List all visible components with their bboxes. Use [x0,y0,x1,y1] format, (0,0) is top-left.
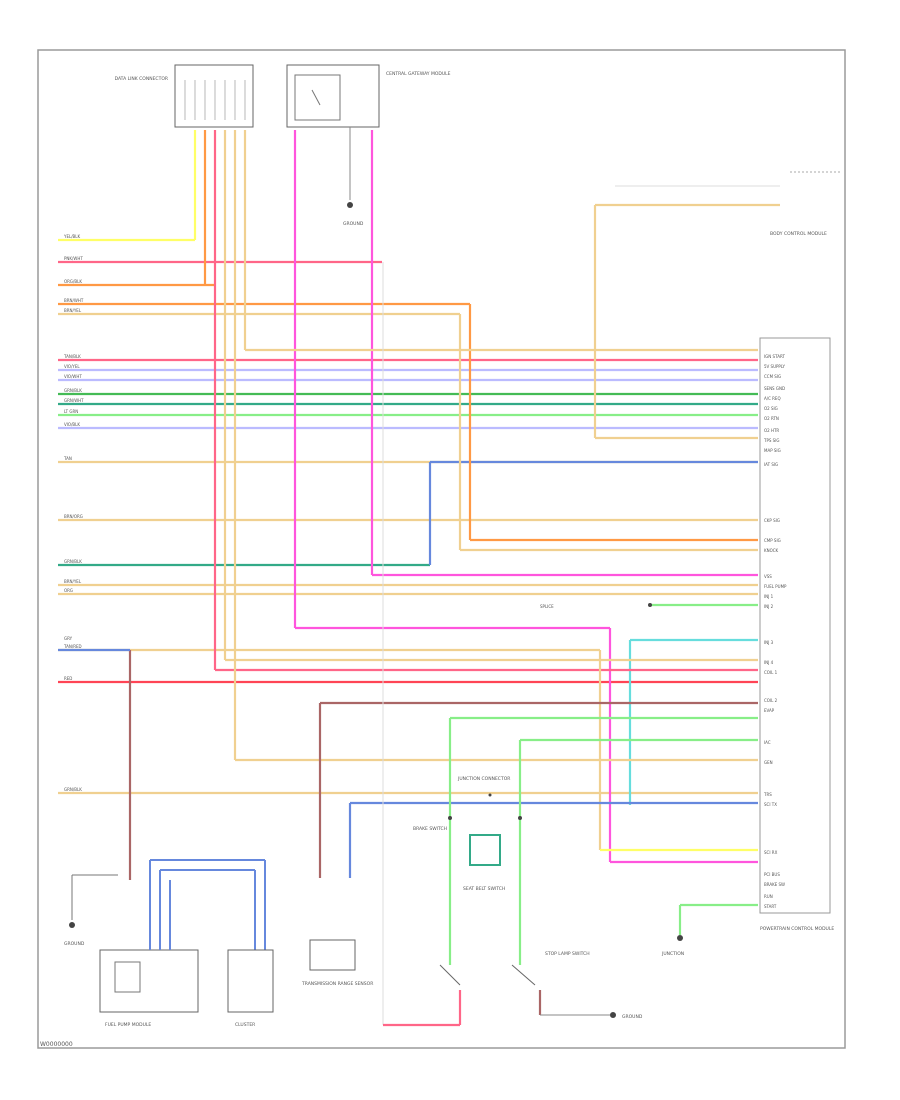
svg-text:CCM SIG: CCM SIG [764,374,781,379]
central-gateway-module: CENTRAL GATEWAY MODULE [286,64,451,128]
svg-text:O2 SIG: O2 SIG [764,406,778,411]
fuel-pump-module: FUEL PUMP MODULE GROUND [64,859,266,1028]
svg-text:SENS GND: SENS GND [764,386,785,391]
svg-text:INJ 2: INJ 2 [764,604,774,609]
transmission-range-sensor: TRANSMISSION RANGE SENSOR [301,939,373,987]
svg-text:RUN: RUN [764,894,773,899]
junction-note: JUNCTION CONNECTOR [457,776,510,782]
svg-text:BRN/ORG: BRN/ORG [64,514,83,519]
svg-text:GEN: GEN [764,760,773,765]
cgm-label: CENTRAL GATEWAY MODULE [386,71,451,77]
footer-code: W0000000 [40,1041,73,1048]
svg-text:BRN/YEL: BRN/YEL [64,308,82,313]
svg-text:SEAT BELT SWITCH: SEAT BELT SWITCH [463,886,505,892]
svg-text:ORG/BLK: ORG/BLK [64,279,82,284]
svg-text:GRN/BLK: GRN/BLK [64,787,82,792]
stop-lamp-switch: STOP LAMP SWITCH [511,951,590,986]
svg-text:FUEL PUMP: FUEL PUMP [764,584,787,589]
svg-text:BRN/WHT: BRN/WHT [64,298,84,303]
svg-text:IAT SIG: IAT SIG [764,462,778,467]
svg-text:TAN/RED: TAN/RED [63,644,82,649]
svg-text:VSS: VSS [764,574,772,579]
svg-text:TRS: TRS [763,792,772,797]
svg-text:YEL/BLK: YEL/BLK [63,234,81,239]
svg-text:START: START [764,904,777,909]
svg-text:VIO/BLK: VIO/BLK [64,422,80,427]
svg-text:TAN/BLK: TAN/BLK [63,354,81,359]
svg-text:INJ 4: INJ 4 [764,660,774,665]
svg-text:RED: RED [64,676,72,681]
svg-text:CLUSTER: CLUSTER [235,1022,255,1028]
data-link-connector: DATA LINK CONNECTOR [115,64,254,128]
svg-text:TAN: TAN [63,456,72,461]
svg-text:SCI RX: SCI RX [764,850,778,855]
svg-text:TRANSMISSION RANGE SENSOR: TRANSMISSION RANGE SENSOR [301,981,373,987]
ground-bottom-right: GROUND JUNCTION [610,935,684,1020]
svg-text:MAP SIG: MAP SIG [764,448,781,453]
svg-text:KNOCK: KNOCK [764,548,779,553]
body-control-module: BODY CONTROL MODULE [770,171,840,237]
svg-text:PCI BUS: PCI BUS [764,872,780,877]
svg-text:O2 HTR: O2 HTR [764,428,779,433]
ground-top: GROUND [343,127,364,227]
cluster: CLUSTER [227,949,274,1028]
svg-text:LT GRN: LT GRN [64,409,78,414]
svg-text:BRAKE SWITCH: BRAKE SWITCH [413,826,447,832]
svg-text:A/C REQ: A/C REQ [764,396,781,401]
svg-text:VIO/WHT: VIO/WHT [64,374,82,379]
svg-text:GROUND: GROUND [343,221,364,227]
svg-text:O2 RTN: O2 RTN [764,416,779,421]
svg-text:GRN/BLK: GRN/BLK [64,388,82,393]
svg-text:BODY CONTROL MODULE: BODY CONTROL MODULE [770,231,827,237]
svg-text:INJ 3: INJ 3 [764,640,774,645]
left-wire-labels: YEL/BLK PNK/WHT ORG/BLK BRN/WHT BRN/YEL … [63,234,84,792]
harness-wires [58,130,780,1027]
svg-text:GRN/BLK: GRN/BLK [64,559,82,564]
pcm-label: POWERTRAIN CONTROL MODULE [760,926,834,932]
svg-text:PNK/WHT: PNK/WHT [64,256,83,261]
svg-text:COIL 2: COIL 2 [764,698,778,703]
svg-text:SCI TX: SCI TX [764,802,777,807]
pcm-pin-labels: IGN START 5V SUPPLY CCM SIG SENS GND A/C… [763,354,787,909]
svg-text:JUNCTION: JUNCTION [661,951,684,957]
svg-text:VIO/YEL: VIO/YEL [64,364,80,369]
svg-text:IGN START: IGN START [764,354,785,359]
svg-text:IAC: IAC [764,740,771,745]
brake-switch: BRAKE SWITCH [413,826,461,986]
svg-text:CKP SIG: CKP SIG [764,518,780,523]
seat-belt-switch: SEAT BELT SWITCH [463,834,505,892]
splice-note: SPLICE [540,604,554,609]
svg-text:INJ 1: INJ 1 [764,594,774,599]
svg-text:CMP SIG: CMP SIG [764,538,781,543]
dlc-label: DATA LINK CONNECTOR [115,76,168,82]
svg-text:STOP LAMP SWITCH: STOP LAMP SWITCH [545,951,590,957]
diagram-frame [37,49,846,1049]
svg-text:GRY: GRY [64,636,73,641]
splice-points [448,603,652,820]
svg-text:GRN/WHT: GRN/WHT [64,398,84,403]
svg-text:BRN/YEL: BRN/YEL [64,579,82,584]
svg-text:BRAKE SW: BRAKE SW [764,882,785,887]
svg-text:ORG: ORG [64,588,73,593]
svg-text:TPS SIG: TPS SIG [763,438,779,443]
svg-text:GROUND: GROUND [64,941,85,947]
powertrain-control-module: POWERTRAIN CONTROL MODULE [759,337,834,932]
svg-text:EVAP: EVAP [764,708,775,713]
svg-text:COIL 1: COIL 1 [764,670,778,675]
svg-text:FUEL PUMP MODULE: FUEL PUMP MODULE [105,1022,151,1028]
svg-text:5V SUPPLY: 5V SUPPLY [764,364,786,369]
svg-text:GROUND: GROUND [622,1014,643,1020]
